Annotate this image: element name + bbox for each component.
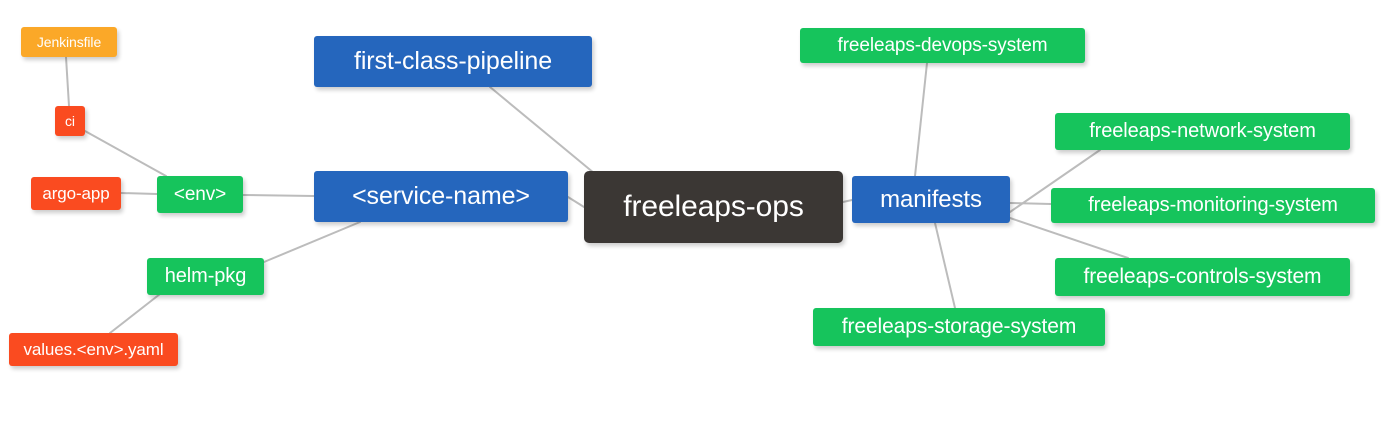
node-argo-app[interactable]: argo-app	[31, 177, 121, 210]
node-label: freeleaps-network-system	[1089, 120, 1316, 142]
node-label: freeleaps-devops-system	[837, 34, 1048, 56]
node-jenkinsfile[interactable]: Jenkinsfile	[21, 27, 117, 57]
node-label: manifests	[880, 185, 982, 213]
edge-helm-values	[109, 293, 161, 334]
node-label: Jenkinsfile	[36, 34, 102, 50]
node-service-name[interactable]: <service-name>	[314, 171, 568, 222]
edge-manifests-controls	[1009, 217, 1129, 259]
node-label: helm-pkg	[164, 265, 247, 287]
node-manifests[interactable]: manifests	[852, 176, 1010, 223]
node-first-class-pipeline[interactable]: first-class-pipeline	[314, 36, 592, 87]
node-label: values.<env>.yaml	[23, 339, 164, 359]
node-label: freeleaps-ops	[623, 190, 804, 223]
edge-service-helm	[263, 221, 361, 263]
node-devops-system[interactable]: freeleaps-devops-system	[800, 28, 1085, 63]
node-env[interactable]: <env>	[157, 176, 243, 213]
edge-manifests-storage	[934, 222, 956, 309]
node-label: freeleaps-storage-system	[841, 315, 1077, 338]
node-label: <env>	[173, 183, 227, 205]
edge-manifests-devops	[914, 62, 928, 177]
edge-root-service	[567, 196, 585, 208]
node-controls-system[interactable]: freeleaps-controls-system	[1055, 258, 1350, 296]
edge-ci-jenkinsfile	[65, 56, 70, 107]
node-label: ci	[65, 113, 75, 129]
node-network-system[interactable]: freeleaps-network-system	[1055, 113, 1350, 150]
node-storage-system[interactable]: freeleaps-storage-system	[813, 308, 1105, 346]
node-label: freeleaps-monitoring-system	[1088, 194, 1338, 216]
node-label: freeleaps-controls-system	[1083, 265, 1322, 288]
edge-root-manifests	[842, 199, 853, 203]
node-helm-pkg[interactable]: helm-pkg	[147, 258, 264, 295]
edge-service-env	[242, 194, 315, 197]
node-label: argo-app	[42, 183, 110, 203]
edge-root-pipeline	[489, 86, 601, 179]
node-values-yaml[interactable]: values.<env>.yaml	[9, 333, 178, 366]
node-label: <service-name>	[352, 182, 530, 210]
edge-env-argo	[120, 192, 158, 195]
node-root[interactable]: freeleaps-ops	[584, 171, 843, 243]
node-label: first-class-pipeline	[353, 47, 553, 75]
edge-env-ci	[84, 130, 167, 177]
edge-manifests-monitoring	[1009, 202, 1052, 205]
node-ci[interactable]: ci	[55, 106, 85, 136]
node-monitoring-system[interactable]: freeleaps-monitoring-system	[1051, 188, 1375, 223]
